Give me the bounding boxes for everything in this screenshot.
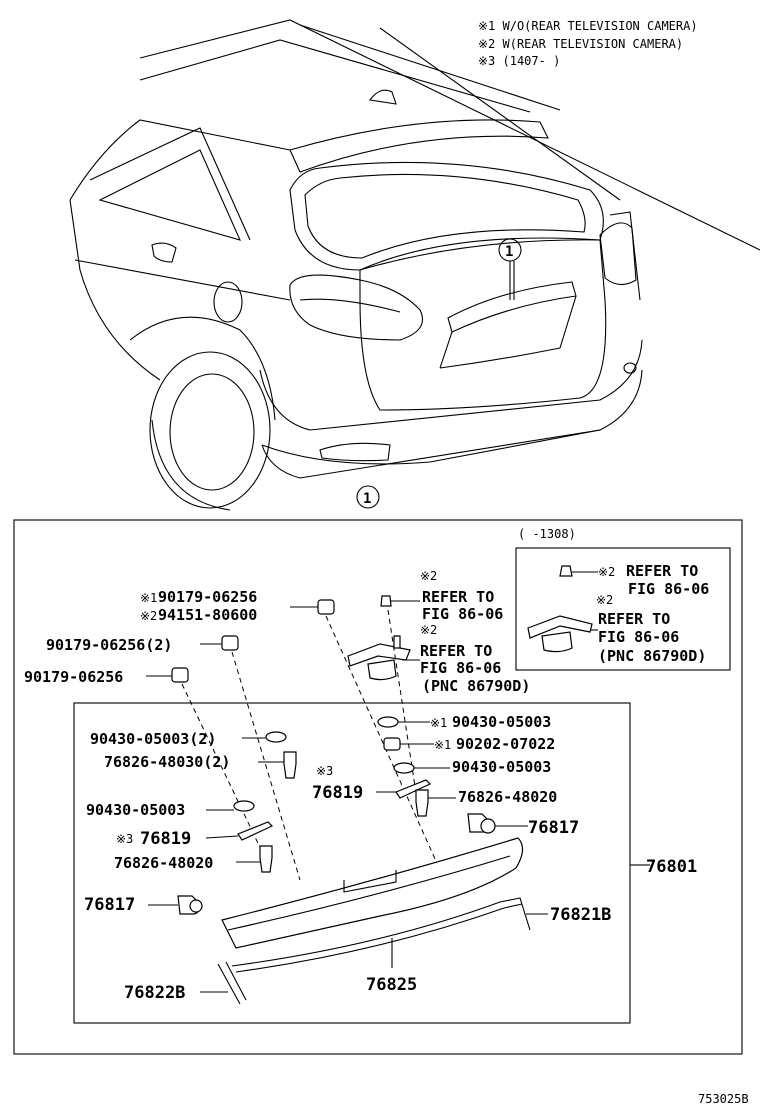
inset-fig-b: FIG 86-06 [598, 628, 679, 646]
mark2-94151: ※2 [140, 609, 157, 623]
label-90202-07022: 90202-07022 [456, 735, 555, 753]
nut-90202-07022-icon [383, 737, 401, 751]
label-76826-48020-r: 76826-48020 [458, 788, 557, 806]
inset-box [515, 547, 731, 671]
camera-mark2-b: ※2 [420, 623, 437, 637]
mark3-76819-l: ※3 [116, 832, 133, 846]
washer-90430-05003-r1-icon [377, 716, 399, 728]
inset-pnc: (PNC 86790D) [598, 647, 706, 665]
label-76817-l: 76817 [84, 895, 135, 915]
label-76801: 76801 [646, 857, 697, 877]
note-3: ※3 (1407- ) [478, 54, 560, 68]
washer-90430-05003-2-icon [265, 731, 287, 743]
washer-90430-05003-l-icon [233, 800, 255, 812]
label-76819-r: 76819 [312, 783, 363, 803]
parts-frame [13, 519, 743, 1055]
callout-1-bottom: 1 [363, 491, 371, 507]
note-1: ※1 W/O(REAR TELEVISION CAMERA) [478, 19, 698, 33]
label-90179-06256: 90179-06256 [158, 588, 257, 606]
camera-screw-icon [380, 595, 392, 607]
inset-fig-a: FIG 86-06 [628, 580, 709, 598]
inset-camera-icon [541, 631, 573, 653]
gasket-76819-l-icon [237, 821, 274, 841]
moulding-76821B-icon [231, 897, 531, 967]
clip-76826-48020-r-icon [415, 789, 429, 817]
mark3-76819-r: ※3 [316, 764, 333, 778]
camera-refer-b: REFER TO [420, 642, 492, 660]
label-76817-r: 76817 [528, 818, 579, 838]
camera-fig-b: FIG 86-06 [420, 659, 501, 677]
moulding-76822B-icon [217, 961, 247, 1005]
inset-label: ( -1308) [518, 527, 576, 541]
garnish-76801-icon [221, 837, 524, 949]
mark1-90430-r1: ※1 [430, 716, 447, 730]
camera-fig-a: FIG 86-06 [422, 605, 503, 623]
label-76826-48030-2: 76826-48030(2) [104, 753, 230, 771]
nut-90179-06256-top-icon [317, 599, 335, 615]
inset-screw-icon [559, 565, 573, 577]
legend-notes: ※1 W/O(REAR TELEVISION CAMERA) ※2 W(REAR… [478, 19, 698, 68]
label-76825: 76825 [366, 975, 417, 995]
camera-stud-icon [393, 635, 401, 649]
mark1-90202: ※1 [434, 738, 451, 752]
camera-unit-icon [367, 659, 397, 681]
mark1-90179: ※1 [140, 591, 157, 605]
clip-76826-48030-2-icon [283, 751, 297, 779]
vehicle-illustration: 1 1 [69, 19, 760, 511]
label-76821B: 76821B [550, 905, 611, 925]
inset-lamp-bracket-icon [527, 615, 593, 639]
assembly-box-76801 [73, 702, 631, 1024]
clip-76826-48020-l-icon [259, 845, 273, 873]
camera-pnc: (PNC 86790D) [422, 677, 530, 695]
label-76826-48020-l: 76826-48020 [114, 854, 213, 872]
camera-refer-a: REFER TO [422, 588, 494, 606]
label-94151-80600: 94151-80600 [158, 606, 257, 624]
callout-1-top: 1 [505, 244, 513, 260]
inset-refer-a: REFER TO [626, 562, 698, 580]
label-76822B: 76822B [124, 983, 185, 1003]
note-2: ※2 W(REAR TELEVISION CAMERA) [478, 37, 683, 51]
inset-refer-b: REFER TO [598, 610, 670, 628]
inset-mark2-b: ※2 [596, 593, 613, 607]
nut-90179-06256-b-icon [171, 667, 189, 683]
label-90430-05003-r2: 90430-05003 [452, 758, 551, 776]
label-90430-05003-l: 90430-05003 [86, 801, 185, 819]
gasket-76819-r-icon [395, 779, 432, 799]
nut-90179-06256-2-icon [221, 635, 239, 651]
diagram-code: 753025B [698, 1092, 749, 1106]
camera-mark2-a: ※2 [420, 569, 437, 583]
inset-mark2-a: ※2 [598, 565, 615, 579]
label-90430-05003-r1: 90430-05003 [452, 713, 551, 731]
label-90179-06256-2: 90179-06256(2) [46, 636, 172, 654]
label-90430-05003-2: 90430-05003(2) [90, 730, 216, 748]
washer-90430-05003-r2-icon [393, 762, 415, 774]
label-76819-l: 76819 [140, 829, 191, 849]
label-90179-06256-b: 90179-06256 [24, 668, 123, 686]
